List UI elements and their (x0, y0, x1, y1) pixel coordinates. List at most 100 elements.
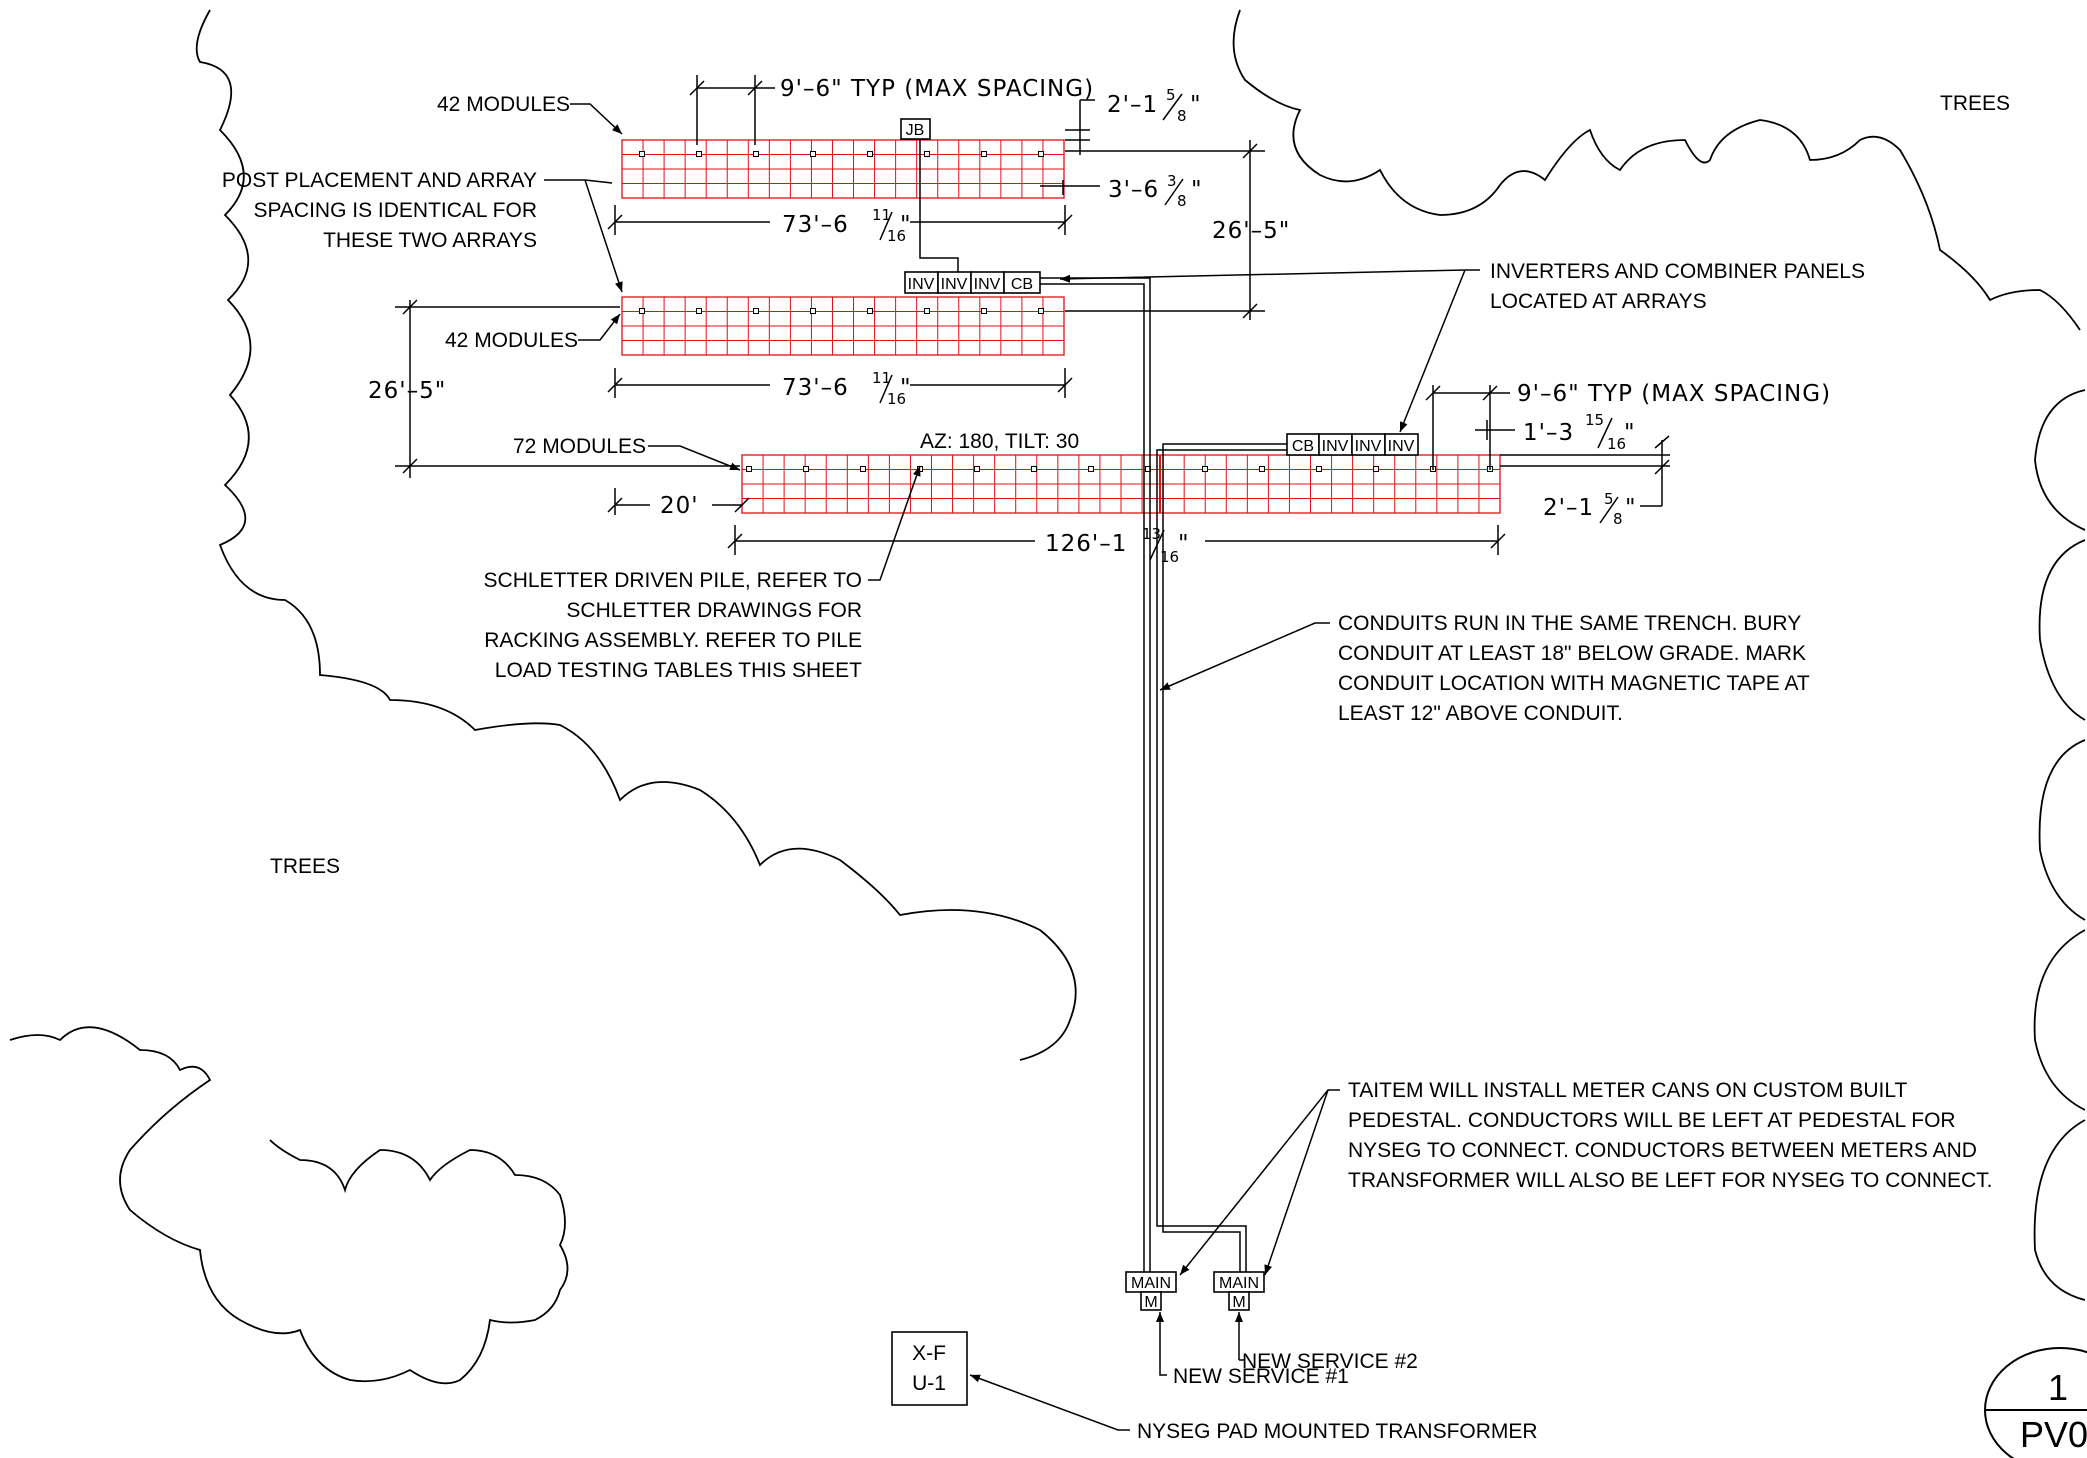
post-marker (639, 151, 645, 157)
inverter-combiner-group-c: CB INV INV INV (1286, 433, 1419, 456)
dimension-edge-a: 3'–6 3 8 " (1040, 172, 1203, 210)
meter-leader-1 (1179, 1089, 1340, 1276)
row-spacing-right-text: 26'–5" (1212, 218, 1290, 244)
meter-note-line-3: NYSEG TO CONNECT. CONDUCTORS BETWEEN MET… (1348, 1139, 1977, 1162)
inverter-label: INV (1355, 438, 1382, 455)
service-1-label: NEW SERVICE #1 (1173, 1365, 1349, 1388)
length-b-num: 11 (872, 369, 891, 387)
post-marker (867, 308, 873, 314)
pile-note-line-2: SCHLETTER DRAWINGS FOR (566, 599, 862, 622)
inch-mark: " (1178, 531, 1190, 557)
meter-note: TAITEM WILL INSTALL METER CANS ON CUSTOM… (1179, 1079, 1993, 1276)
sheet-tag-sheet: PV0. (2020, 1414, 2087, 1455)
gap-a-num: 5 (1166, 86, 1176, 104)
gap-c-den: 8 (1613, 510, 1623, 528)
post-marker (924, 308, 930, 314)
meter-note-line-1: TAITEM WILL INSTALL METER CANS ON CUSTOM… (1348, 1079, 1907, 1102)
pv-array-c (741, 454, 1501, 514)
post-marker (803, 466, 809, 472)
post-marker (1373, 466, 1379, 472)
inverter-label: INV (941, 276, 968, 293)
dimension-typ-spacing-c: 9'–6" TYP (MAX SPACING) (1425, 381, 1830, 470)
junction-box: JB (900, 118, 931, 140)
pile-note-leader (868, 465, 921, 581)
edge-c-den: 16 (1607, 435, 1626, 453)
conduit-note-line-2: CONDUIT AT LEAST 18" BELOW GRADE. MARK (1338, 642, 1806, 665)
inverter-box (1384, 433, 1419, 456)
inch-mark: " (1190, 92, 1202, 118)
dimension-setback: 20' (607, 488, 750, 519)
combiner-label: CB (1011, 276, 1033, 293)
transformer-line-1: X-F (912, 1342, 946, 1365)
inverters-note-line-1: INVERTERS AND COMBINER PANELS (1490, 260, 1865, 283)
modules-b-leader (578, 313, 621, 341)
pile-note-line-1: SCHLETTER DRIVEN PILE, REFER TO (484, 569, 862, 592)
post-marker (753, 308, 759, 314)
dimension-length-c: 126'–1 13 16 " (727, 525, 1506, 566)
dimension-length-a: 73'–6 11 16 " (607, 205, 1073, 245)
pile-note-line-3: RACKING ASSEMBLY. REFER TO PILE (484, 629, 862, 652)
combiner-label: CB (1292, 438, 1314, 455)
meter-1-m-label: M (1144, 1294, 1157, 1311)
dimension-edge-c: 1'–3 15 16 " (1475, 411, 1635, 453)
inverter-combiner-group-ab: INV INV INV CB (904, 271, 1041, 294)
pile-note-line-4: LOAD TESTING TABLES THIS SHEET (495, 659, 862, 682)
dimension-length-b: 73'–6 11 16 " (607, 368, 1073, 408)
conduit-note: CONDUITS RUN IN THE SAME TRENCH. BURY CO… (1159, 612, 1810, 725)
post-marker (981, 151, 987, 157)
post-note-line-3: THESE TWO ARRAYS (323, 229, 537, 252)
row-spacing-left-text: 26'–5" (368, 378, 446, 404)
pile-note: SCHLETTER DRIVEN PILE, REFER TO SCHLETTE… (484, 465, 921, 682)
length-a-den: 16 (887, 227, 906, 245)
modules-b-label: 42 MODULES (445, 329, 578, 352)
conduit-note-line-4: LEAST 12" ABOVE CONDUIT. (1338, 702, 1623, 725)
post-marker (639, 308, 645, 314)
modules-a-label: 42 MODULES (437, 93, 570, 116)
inverters-note: INVERTERS AND COMBINER PANELS LOCATED AT… (1059, 260, 1865, 433)
transformer-note: NYSEG PAD MOUNTED TRANSFORMER (1137, 1420, 1538, 1443)
post-marker (981, 308, 987, 314)
post-marker (696, 308, 702, 314)
junction-box-label: JB (906, 122, 925, 139)
dimension-gap-c: 2'–1 5 8 " (1500, 435, 1670, 528)
sheet-tag-bubble: 1 PV0. (1984, 1347, 2087, 1458)
edge-a-den: 8 (1177, 192, 1187, 210)
transformer-leader (969, 1374, 1130, 1431)
post-marker (1038, 151, 1044, 157)
dimension-row-spacing-left: 26'–5" (368, 299, 740, 478)
edge-a-whole: 3'–6 (1108, 177, 1159, 203)
trees-label-top-right: TREES (1940, 92, 2010, 115)
inverters-leader-c (1399, 269, 1466, 433)
combiner-box (1003, 271, 1041, 294)
dimension-gap-a: 2'–1 5 8 " (1065, 86, 1202, 155)
edge-c-whole: 1'–3 (1523, 420, 1574, 446)
length-b-den: 16 (887, 390, 906, 408)
meter-leader-2 (1264, 1089, 1329, 1276)
post-marker (1316, 466, 1322, 472)
post-marker (1038, 308, 1044, 314)
typ-spacing-a-text: 9'–6" TYP (MAX SPACING) (780, 76, 1094, 102)
length-a-num: 11 (872, 206, 891, 224)
post-marker (974, 466, 980, 472)
meter-service-2: MAIN M (1213, 1271, 1265, 1311)
post-marker (1088, 466, 1094, 472)
pv-array-a (621, 139, 1065, 199)
service-1-leader (1156, 1312, 1167, 1376)
length-b-whole: 73'–6 (782, 375, 849, 401)
dimension-typ-spacing-a: 9'–6" TYP (MAX SPACING) (689, 75, 1094, 145)
meter-2-m-label: M (1232, 1294, 1245, 1311)
service-2-label: NEW SERVICE #2 (1242, 1350, 1418, 1373)
modules-c-leader (648, 445, 741, 471)
post-marker (696, 151, 702, 157)
gap-a-whole: 2'–1 (1107, 92, 1158, 118)
post-marker (810, 308, 816, 314)
inch-mark: " (1191, 177, 1203, 203)
sheet-tag-number: 1 (2048, 1367, 2068, 1408)
length-c-num: 13 (1142, 525, 1161, 543)
meter-note-line-4: TRANSFORMER WILL ALSO BE LEFT FOR NYSEG … (1348, 1169, 1993, 1192)
post-marker (860, 466, 866, 472)
meter-note-line-2: PEDESTAL. CONDUCTORS WILL BE LEFT AT PED… (1348, 1109, 1956, 1132)
length-a-whole: 73'–6 (782, 212, 849, 238)
edge-a-num: 3 (1167, 172, 1177, 190)
conduit-note-leader (1159, 622, 1330, 691)
